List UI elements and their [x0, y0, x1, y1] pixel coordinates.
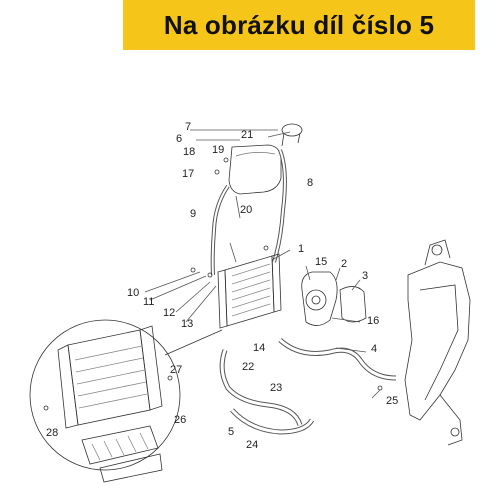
- water-pump: [301, 271, 367, 326]
- callout-20: 20: [240, 204, 253, 216]
- banner-title: Na obrázku díl číslo 5: [163, 9, 435, 40]
- callout-19: 19: [212, 144, 225, 156]
- callout-24: 24: [246, 439, 259, 451]
- callout-27: 27: [170, 364, 183, 376]
- callout-23: 23: [270, 382, 283, 394]
- callout-5: 5: [228, 426, 235, 438]
- callout-28: 28: [46, 427, 59, 439]
- callout-12: 12: [163, 307, 176, 319]
- expansion-tank: [228, 123, 303, 195]
- callout-26: 26: [174, 414, 187, 426]
- callout-10: 10: [127, 287, 140, 299]
- callout-15: 15: [315, 256, 328, 268]
- callout-18: 18: [183, 146, 196, 158]
- hose-4: [278, 338, 397, 381]
- detail-callout-circle: [29, 319, 181, 471]
- detail-grille: [81, 425, 163, 483]
- callout-9: 9: [190, 208, 197, 220]
- callout-11: 11: [143, 296, 155, 308]
- frame: [404, 239, 471, 446]
- callout-16: 16: [367, 315, 380, 327]
- callout-4: 4: [371, 343, 378, 355]
- callout-1: 1: [298, 243, 305, 255]
- callout-8: 8: [307, 177, 314, 189]
- detail-radiator: [57, 325, 163, 429]
- radiator: [217, 253, 282, 329]
- callout-2: 2: [341, 258, 348, 270]
- callout-14: 14: [253, 342, 266, 354]
- callout-13: 13: [181, 318, 194, 330]
- callout-3: 3: [362, 270, 369, 282]
- callout-21: 21: [241, 129, 254, 141]
- callout-25: 25: [386, 395, 399, 407]
- callout-22: 22: [242, 361, 255, 373]
- title-banner: Na obrázku díl číslo 5: [123, 0, 475, 50]
- callout-6: 6: [176, 133, 183, 145]
- callout-17: 17: [182, 168, 195, 180]
- callout-7: 7: [185, 121, 192, 133]
